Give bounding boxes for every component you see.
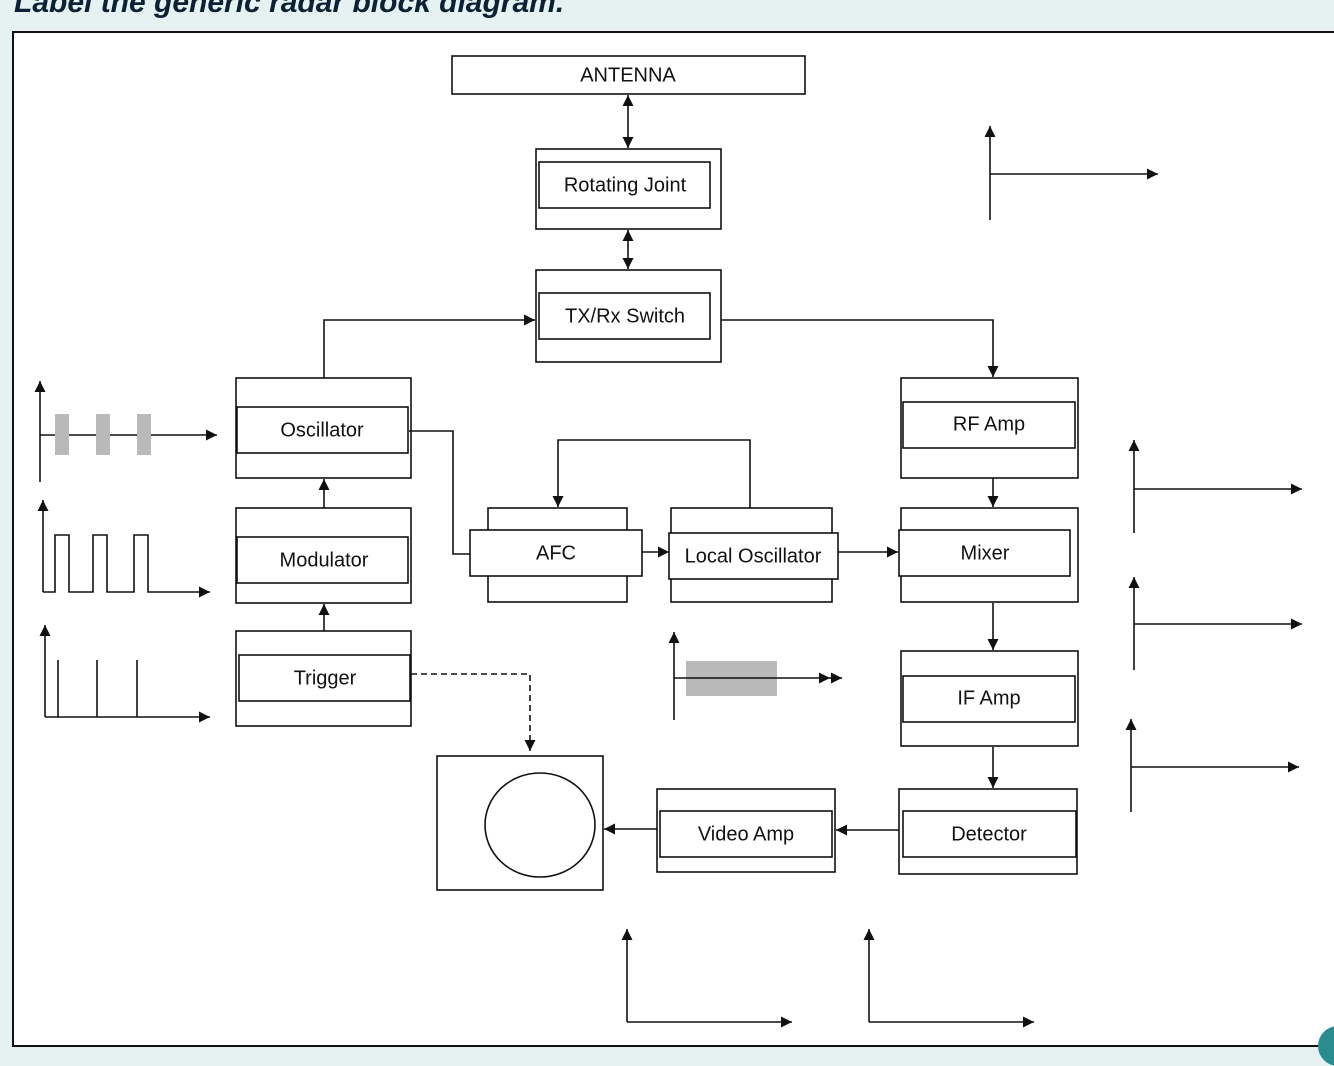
modulator-waveform	[37, 500, 210, 598]
modulator-label: Modulator	[280, 549, 369, 571]
rotating-joint-outer	[535, 148, 722, 230]
switch-to-rf-amp-arrow	[721, 319, 999, 377]
page-title: Label the generic radar block diagram.	[14, 0, 565, 19]
trigger-label: Trigger	[294, 667, 357, 689]
video-amp-outer	[656, 788, 836, 873]
axes-detector-waveform	[863, 929, 1034, 1028]
axes-mixer-waveform	[1128, 577, 1302, 670]
axes-rf-amp-waveform	[1128, 440, 1302, 533]
trigger-waveform	[39, 625, 210, 723]
rf-amp-box	[902, 401, 1076, 449]
oscillator-to-switch-arrow	[323, 314, 535, 378]
video-amp-box	[659, 810, 833, 858]
if-amp-box	[902, 675, 1076, 723]
detector-label: Detector	[951, 823, 1027, 845]
axes-if-amp-waveform	[1125, 719, 1299, 812]
rotating-joint-label: Rotating Joint	[564, 174, 687, 196]
local-oscillator-label: Local Oscillator	[685, 545, 822, 567]
axes-antenna-waveform	[984, 126, 1158, 220]
axes-video-amp-waveform	[621, 929, 792, 1028]
modulator-box	[236, 536, 409, 584]
rotating-joint-box	[538, 161, 711, 209]
rf-amp-label: RF Amp	[953, 413, 1025, 435]
txrx-switch-box	[538, 292, 711, 340]
txrx-switch-outer	[535, 269, 722, 363]
trigger-box	[238, 654, 411, 702]
afc-box	[469, 529, 643, 577]
display-box	[436, 755, 604, 891]
display-screen	[484, 772, 596, 878]
txrx-switch-label: TX/Rx Switch	[565, 305, 685, 327]
detector-outer	[898, 788, 1078, 875]
mixer-box	[898, 529, 1071, 577]
antenna-box	[451, 55, 806, 95]
detector-box	[902, 810, 1077, 858]
afc-label: AFC	[536, 542, 576, 564]
oscillator-box	[236, 406, 409, 454]
rf-amp-outer	[900, 377, 1079, 479]
mixer-label: Mixer	[961, 542, 1010, 564]
video-amp-label: Video Amp	[698, 823, 794, 845]
oscillator-waveform	[34, 381, 217, 482]
antenna-label: ANTENNA	[580, 64, 676, 86]
local-oscillator-box	[668, 532, 839, 580]
if-amp-outer	[900, 650, 1079, 747]
local-oscillator-to-afc-arrow	[552, 439, 751, 508]
trigger-to-display-dashed-arrow	[411, 673, 536, 751]
oscillator-to-afc-line	[409, 430, 470, 555]
oscillator-label: Oscillator	[280, 419, 364, 441]
local-oscillator-waveform	[668, 632, 842, 720]
if-amp-label: IF Amp	[957, 687, 1020, 709]
